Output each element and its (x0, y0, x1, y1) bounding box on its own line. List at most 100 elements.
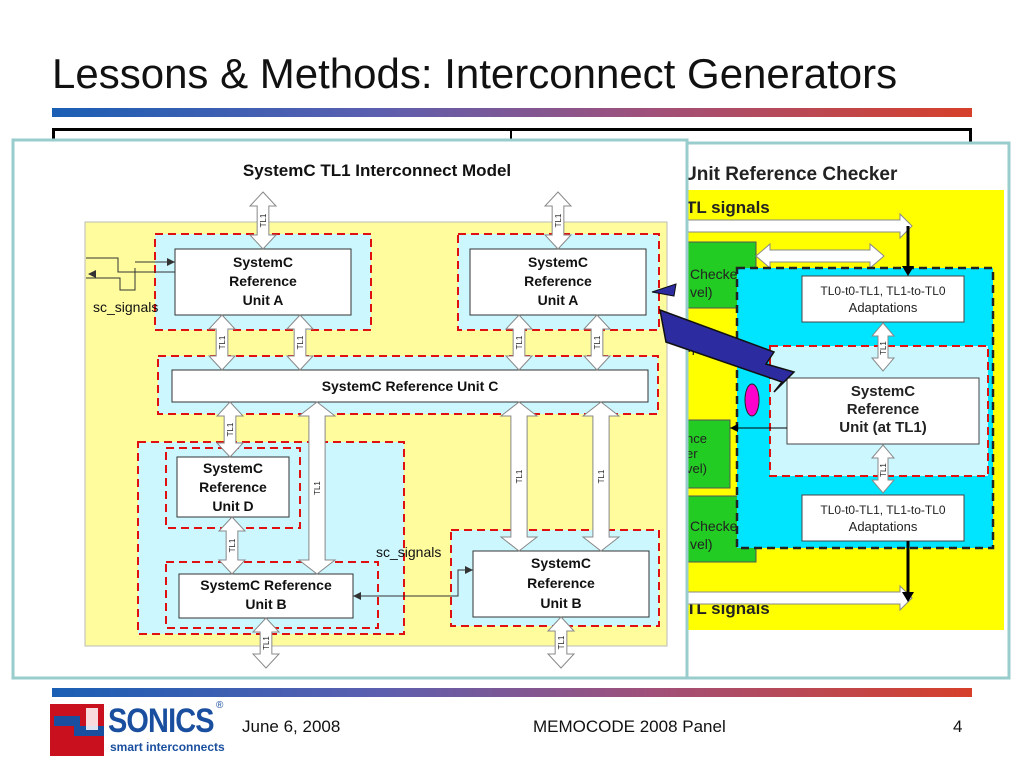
bottom-connector-head (902, 592, 914, 602)
adaptations-bottom-box (801, 494, 965, 542)
checker-top-line1: Checker (690, 266, 742, 282)
tl1-double-arrow (207, 314, 237, 371)
blue-pointer-arrowhead (651, 283, 677, 297)
tl1-arrow-label: TL1 (226, 422, 235, 436)
tl1-arrow-label: TL1 (557, 635, 566, 649)
unit-b-right-line2: Reference (527, 575, 595, 591)
tl1-double-arrow (215, 401, 245, 458)
checker-title: Unit Reference Checker (683, 164, 898, 185)
sc-signals-bottom-arrowhead (353, 592, 361, 600)
frame-right-tick (969, 128, 972, 146)
sc-signals-top-arrowhead (88, 270, 96, 278)
model-title: SystemC TL1 Interconnect Model (243, 161, 511, 180)
tl1-double-arrow (504, 314, 534, 371)
sonics-logo-wordmark: SONICS (108, 702, 215, 740)
tl1-arrow-label: TL1 (296, 335, 305, 349)
tl1-arrow-label: TL1 (593, 335, 602, 349)
tl1-arrow-label: TL1 (515, 469, 524, 483)
magenta-marker (744, 383, 760, 417)
checker-bottom-line1: Checker (690, 518, 742, 534)
diagram-canvas: Unit Reference Checker TL signals TL sig… (11, 128, 1011, 680)
adaptations-top-line1: TL0-t0-TL1, TL1-to-TL0 (820, 284, 945, 298)
unit-b-right-box (472, 550, 650, 618)
sc-signals-left-label: sc_signals (93, 299, 158, 315)
left-interconnect-diagram: SystemC TL1 Interconnect Model SystemC R… (11, 138, 796, 680)
tl1-double-arrow (248, 191, 278, 250)
sc-signals-top-arrowhead-2 (167, 258, 175, 266)
unit-a-right-line1: SystemC (528, 254, 588, 270)
adaptations-top-box (801, 275, 965, 323)
tl1-arrow-lower (870, 444, 896, 494)
sonics-logo: SONICS ® smart interconnects (50, 700, 225, 758)
unit-at-tl1-line1: SystemC (851, 383, 915, 400)
unit-a-right-box (469, 248, 647, 316)
sonics-logo-tagline: smart interconnects (110, 740, 225, 754)
unit-c-box (171, 369, 649, 403)
tl1-arrow-label: TL1 (313, 481, 322, 495)
tl1-double-arrow (251, 617, 281, 669)
tl1-double-arrow (582, 314, 612, 371)
tl1-double-arrow (543, 191, 573, 250)
title-divider-bar (52, 108, 972, 117)
tl1-double-arrow (499, 401, 539, 552)
right-checker-diagram: Unit Reference Checker TL signals TL sig… (681, 141, 1011, 680)
tl-signals-top-arrow (687, 212, 913, 240)
unit-a-right-line2: Reference (524, 273, 592, 289)
unit-a-left-line1: SystemC (233, 254, 293, 270)
unit-d-line3: Unit D (212, 498, 253, 514)
checker-mid-box (687, 419, 731, 489)
unit-d-line1: SystemC (203, 460, 263, 476)
frame-left-tick (52, 128, 55, 146)
slide-title: Lessons & Methods: Interconnect Generato… (52, 50, 898, 97)
checker-top-line2: vel) (690, 284, 713, 300)
adaptations-bottom-line2: Adaptations (849, 519, 918, 534)
footer-page-number: 4 (953, 717, 963, 736)
tl1-arrow-upper (870, 322, 896, 372)
sonics-logo-mark (50, 704, 104, 756)
unit-at-tl1-box (786, 377, 980, 445)
tl1-double-arrow (285, 314, 315, 371)
partial-mid-line2: er (686, 446, 698, 461)
tl1-label-upper: TL1 (879, 341, 888, 355)
footer-event: MEMOCODE 2008 Panel (533, 717, 726, 736)
unit-d-box (176, 456, 290, 518)
unit-b-right-line1: SystemC (531, 555, 591, 571)
unit-a-left-line3: Unit A (243, 292, 284, 308)
partial-mid-line3: vel) (686, 461, 707, 476)
unit-b-left-line2: Unit B (245, 596, 286, 612)
frame-mid-tick (510, 128, 512, 146)
tl1-double-arrow (546, 616, 576, 669)
tl1-label-lower: TL1 (879, 463, 888, 477)
unit-at-tl1-line2: Reference (847, 401, 920, 418)
footer-date: June 6, 2008 (242, 717, 341, 736)
partial-mid-line1: nce (686, 431, 707, 446)
blue-pointer-arrow (659, 308, 796, 393)
top-bidir-arrow (755, 242, 885, 270)
unit-a-left-line2: Reference (229, 273, 297, 289)
tl1-arrow-label: TL1 (218, 335, 227, 349)
tl1-arrow-label: TL1 (597, 469, 606, 483)
sc-signals-bottom-label: sc_signals (376, 544, 441, 560)
tl1-double-arrow (297, 401, 337, 575)
mid-connector-head (730, 424, 738, 432)
tl1-arrow-label: TL1 (259, 213, 268, 227)
sonics-logo-registered: ® (216, 700, 224, 711)
tl1-arrow-label: TL1 (515, 335, 524, 349)
tl1-arrow-label: TL1 (228, 538, 237, 552)
tl1-double-arrow (581, 401, 621, 552)
unit-d-line2: Reference (199, 479, 267, 495)
adaptations-top-line2: Adaptations (849, 300, 918, 315)
unit-c-label: SystemC Reference Unit C (322, 378, 499, 394)
adaptations-bottom-line1: TL0-t0-TL1, TL1-to-TL0 (820, 503, 945, 517)
footer-divider-bar (52, 688, 972, 697)
unit-b-left-line1: SystemC Reference (200, 577, 332, 593)
unit-at-tl1-line3: Unit (at TL1) (839, 419, 927, 436)
unit-b-right-line3: Unit B (540, 595, 581, 611)
sc-signals-bottom-arrowhead-2 (465, 566, 473, 574)
unit-a-right-line3: Unit A (538, 292, 579, 308)
tl1-arrow-label: TL1 (262, 636, 271, 650)
tl1-arrow-label: TL1 (554, 213, 563, 227)
top-connector-head (902, 266, 914, 276)
tl1-double-arrow (217, 516, 247, 575)
